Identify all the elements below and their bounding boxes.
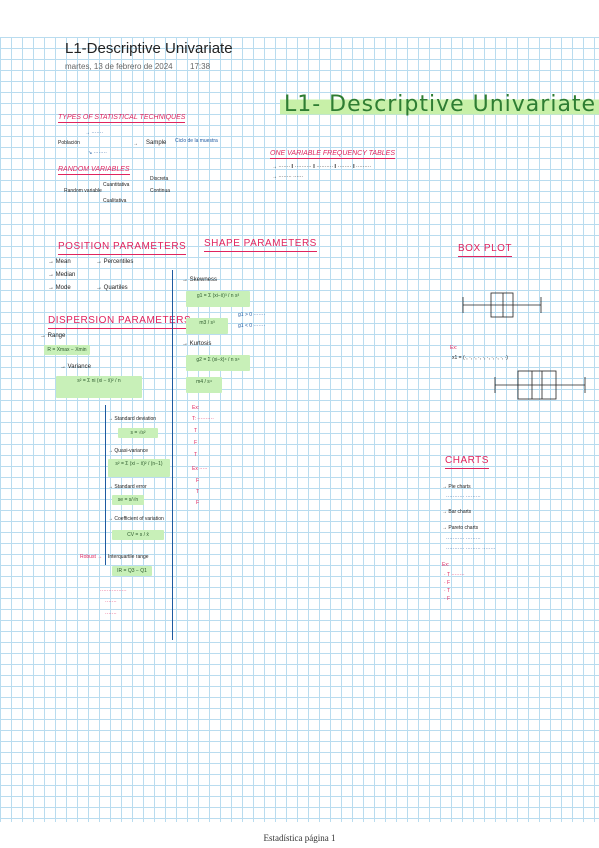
grid-paper xyxy=(0,37,599,822)
scribble-quantitative: Cuantitativa xyxy=(103,182,130,188)
scribble-sample-arrow: → xyxy=(133,141,138,147)
scribble-continuous: Continua xyxy=(150,188,171,194)
scribble-qualitative: Cualitativa xyxy=(103,198,127,204)
scribble-bar-charts: → Bar charts xyxy=(442,509,472,515)
scribble-freq-line-1: → ······· ‖ ·········· ‖ ·········· ‖ ··… xyxy=(272,164,372,170)
formula-iqr: IR = Q3 − Q1 xyxy=(112,566,152,576)
page-date: martes, 13 de febrero de 2024 xyxy=(65,62,173,71)
scribble-std-dev: → Standard deviation xyxy=(108,416,157,422)
formula-quasi-variance: s² = Σ (xi − x̄)² / (n−1) xyxy=(108,459,170,477)
scribble-box-data: x1 = (·, ·, ·, ·, ·, ·, ·, ·, ·, ·) xyxy=(452,355,508,361)
scribble-quasi-variance: → Quasi-variance xyxy=(108,448,149,454)
formula-range: R = Xmax − Xmin xyxy=(44,345,90,355)
scribble-freq-line-2: → ········ ······ xyxy=(272,174,304,180)
box-plot-sketch-2 xyxy=(494,370,586,400)
scribble-sample: Sample xyxy=(146,140,167,146)
scribble-range: → Range xyxy=(40,333,66,339)
formula-variance: s² = Σ ni (xi − x̄)² / n xyxy=(56,376,142,398)
scribble-arrow-1: → ······· xyxy=(85,130,104,136)
scribble-charts-t3: · T xyxy=(444,588,451,594)
scribble-population: Población xyxy=(58,140,80,146)
formula-skewness-1: g1 = Σ (xi−x̄)³ / n s³ xyxy=(186,291,250,307)
scribble-shape-t3: T xyxy=(196,489,200,495)
divider-shape xyxy=(172,270,173,640)
formula-coef-variation: CV = s / x̄ xyxy=(112,530,164,540)
scribble-pie-note: ··········· ········· xyxy=(446,494,481,500)
scribble-shape-f1: F xyxy=(194,440,198,446)
scribble-iqr-note-2: ······· xyxy=(105,599,117,605)
heading-position-parameters: Position parameters xyxy=(58,241,187,255)
scribble-quartiles: → Quartiles xyxy=(96,285,128,291)
formula-kurtosis-2: m4 / s⁴ xyxy=(186,377,222,393)
scribble-charts-t2: · F xyxy=(444,580,451,586)
scribble-skewness: → Skewness xyxy=(182,277,218,283)
handwritten-main-title: L1- Descriptive Univariate xyxy=(280,92,599,117)
box-plot-sketch-1 xyxy=(462,292,542,318)
heading-charts: Charts xyxy=(445,455,489,469)
heading-one-variable-freq-tables: One variable frequency tables xyxy=(270,150,396,159)
scribble-arrow-2: ↘ ········ xyxy=(88,150,107,156)
scribble-interquartile-label: Robust → xyxy=(80,554,103,560)
scribble-charts-ex: Ex: xyxy=(442,562,450,568)
heading-box-plot: Box plot xyxy=(458,243,513,257)
scribble-ciclo: Ciclo de la muestra xyxy=(175,138,218,144)
scribble-iqr-note-3: ······· xyxy=(105,611,117,617)
scribble-median: → Median xyxy=(48,272,76,278)
scribble-pie-charts: → Pie charts xyxy=(442,484,471,490)
scribble-shape-ex-line: T: ·········· xyxy=(192,416,214,422)
heading-random-variables: Random variables xyxy=(58,166,130,175)
page-footer: Estadística página 1 xyxy=(263,833,336,843)
scribble-pareto-note-2: ··········· ········· ········ xyxy=(446,546,496,552)
scribble-mean: → Mean xyxy=(48,259,71,265)
page-time: 17:38 xyxy=(190,62,211,71)
scribble-shape-f2: F xyxy=(196,478,200,484)
formula-skewness-2: m3 / s³ xyxy=(186,318,228,334)
scribble-percentiles: → Percentiles xyxy=(96,259,134,265)
formula-kurtosis-1: g2 = Σ (xi−x̄)⁴ / n s⁴ xyxy=(186,355,250,371)
scribble-pareto-note-1: ··········· ········· xyxy=(446,536,481,542)
divider-dispersion xyxy=(105,405,106,565)
scribble-shape-t2: T xyxy=(194,452,198,458)
scribble-shape-ex-2: Ex ····· xyxy=(192,466,208,472)
scribble-shape-ex: Ex: xyxy=(192,405,200,411)
scribble-stand-error: → Standard error xyxy=(108,484,147,490)
scribble-charts-t1: · T ········ xyxy=(444,572,465,578)
heading-types-statistical-techniques: Types of statistical techniques xyxy=(58,114,186,123)
scribble-shape-f3: F xyxy=(196,500,200,506)
scribble-pareto-charts: → Pareto charts xyxy=(442,525,479,531)
scribble-discrete: Discreta xyxy=(150,176,169,182)
formula-stand-error: se = s/√n xyxy=(112,495,144,505)
heading-dispersion-parameters: Dispersion parameters xyxy=(48,315,192,329)
scribble-kurtosis: → Kurtosis xyxy=(182,341,212,347)
scribble-variance: → Variance xyxy=(60,364,91,370)
formula-std-dev: s = √s² xyxy=(118,428,158,438)
scribble-mode: → Mode xyxy=(48,285,71,291)
scribble-shape-t1: T xyxy=(194,428,198,434)
scribble-box-ex: Ex: xyxy=(450,345,458,351)
scribble-iqr: Interquartile range xyxy=(108,554,149,560)
scribble-skew-note-1: g1 > 0 ······· xyxy=(238,312,266,318)
scribble-skew-note-2: g1 < 0 ······· xyxy=(238,323,266,329)
page-title: L1-Descriptive Univariate xyxy=(65,40,233,57)
scribble-charts-t4: · F xyxy=(444,596,451,602)
heading-shape-parameters: Shape parameters xyxy=(204,238,317,252)
scribble-coef-variation: → Coefficient of variation xyxy=(108,516,164,522)
scribble-iqr-note: ················ xyxy=(100,588,127,594)
scribble-random-var: Random variable xyxy=(64,188,102,194)
